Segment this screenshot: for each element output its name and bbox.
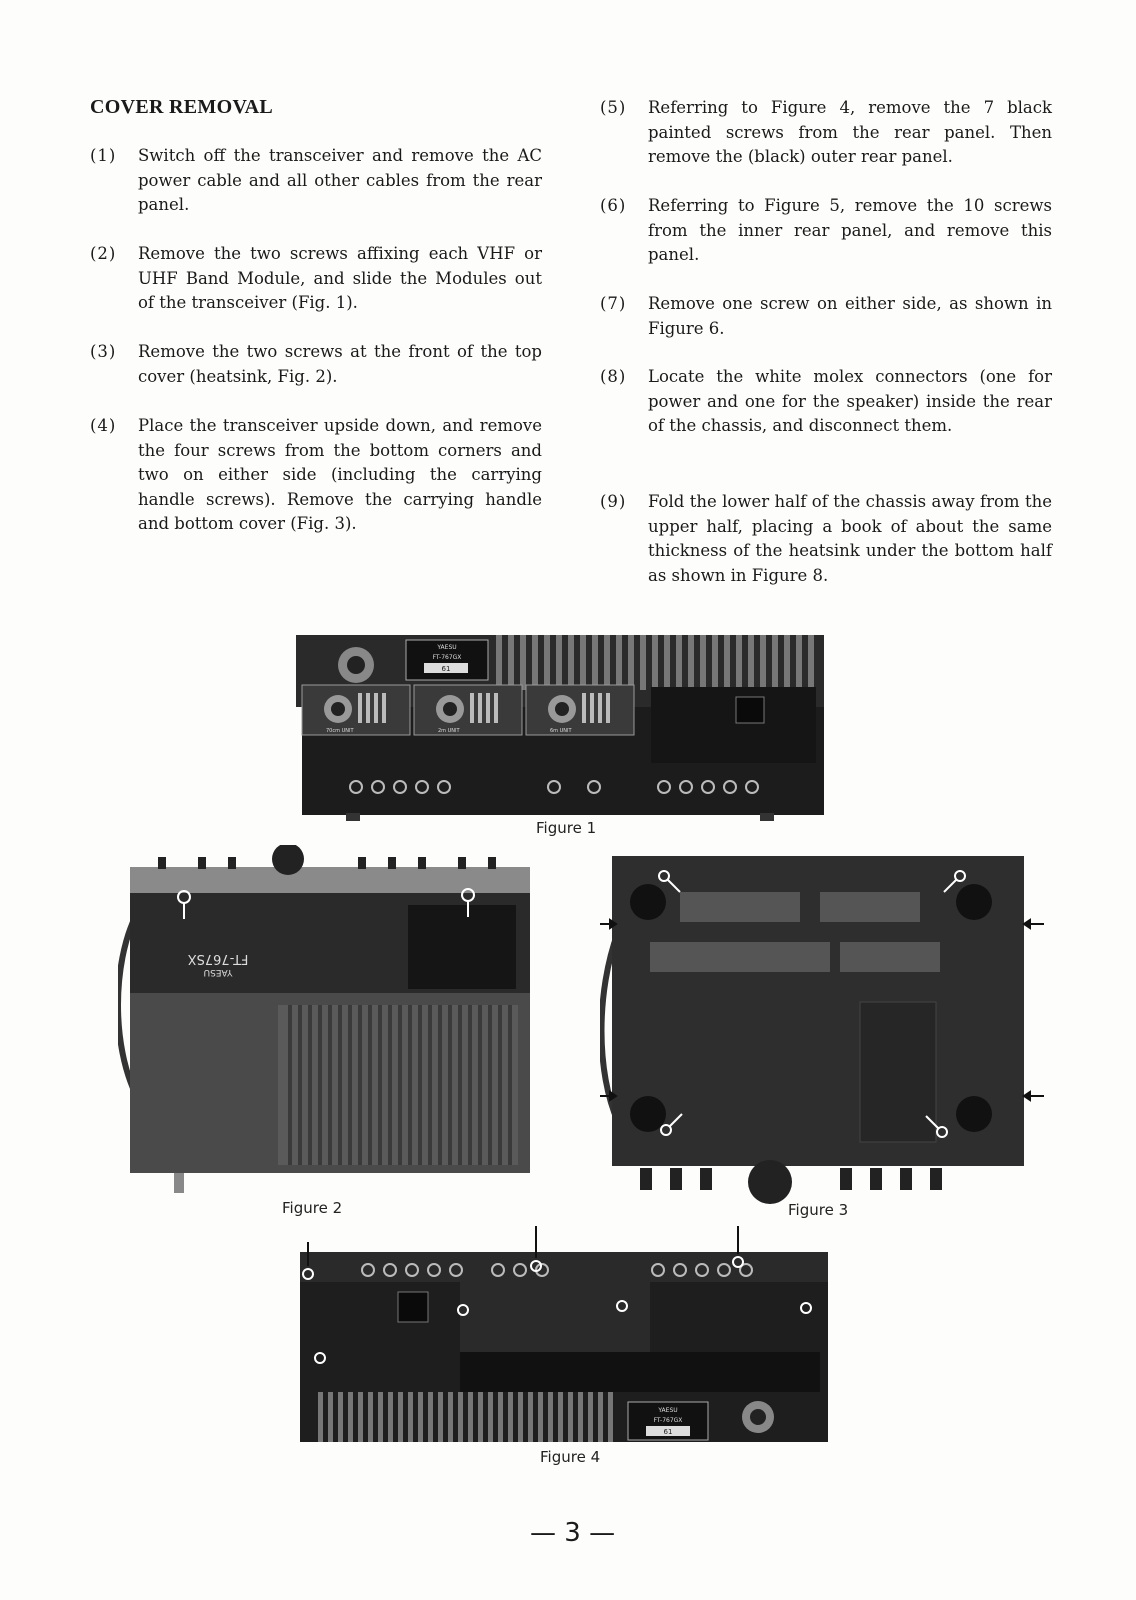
step-number: (4)	[90, 416, 117, 435]
step-number: (6)	[600, 196, 627, 215]
step-5: (5) Referring to Figure 4, remove the 7 …	[600, 96, 1052, 170]
step-number: (1)	[90, 146, 117, 165]
step-7: (7) Remove one screw on either side, as …	[600, 292, 1052, 341]
step-text: Referring to Figure 4, remove the 7 blac…	[648, 98, 1052, 167]
fig1-label-brand: YAESU	[436, 644, 456, 651]
step-text: Fold the lower half of the chassis away …	[648, 492, 1052, 585]
figure-1-rear-panel-photo: YAESU FT-767GX 61 70cm UNIT 2m UNIT 6m U…	[296, 635, 824, 821]
step-2: (2) Remove the two screws affixing each …	[90, 242, 542, 316]
fig2-label-model: FT-767SX	[188, 951, 249, 966]
step-number: (8)	[600, 367, 627, 386]
step-number: (3)	[90, 342, 117, 361]
figure-2-top-view-photo: YAESU FT-767SX	[118, 845, 530, 1193]
figure-4-caption: Figure 4	[540, 1448, 601, 1466]
step-number: (7)	[600, 294, 627, 313]
fig1-unit-label: 6m UNIT	[550, 728, 573, 734]
fig2-label-brand: YAESU	[204, 967, 234, 977]
fig1-label-model: FT-767GX	[433, 654, 462, 661]
step-text: Remove the two screws at the front of th…	[138, 342, 542, 386]
step-number: (9)	[600, 492, 627, 511]
fig1-unit-label: 2m UNIT	[438, 728, 461, 734]
step-text: Remove the two screws affixing each VHF …	[138, 244, 542, 313]
step-3: (3) Remove the two screws at the front o…	[90, 340, 542, 389]
step-9: (9) Fold the lower half of the chassis a…	[600, 490, 1052, 588]
step-number: (5)	[600, 98, 627, 117]
step-1: (1) Switch off the transceiver and remov…	[90, 144, 542, 218]
step-text: Remove one screw on either side, as show…	[648, 294, 1052, 338]
section-heading: COVER REMOVAL	[90, 96, 273, 118]
step-8: (8) Locate the white molex connectors (o…	[600, 365, 1052, 439]
page-number: — 3 —	[530, 1518, 616, 1548]
fig4-label-model: FT-767GX	[654, 1417, 683, 1424]
figure-4-rear-panel-photo: YAESU FT-767GX 61	[300, 1226, 828, 1442]
step-6: (6) Referring to Figure 5, remove the 10…	[600, 194, 1052, 268]
fig1-label-box: 61	[442, 665, 451, 673]
step-4: (4) Place the transceiver upside down, a…	[90, 414, 542, 537]
step-text: Switch off the transceiver and remove th…	[138, 146, 542, 215]
step-text: Locate the white molex connectors (one f…	[648, 367, 1052, 436]
fig4-label-box: 61	[664, 1428, 673, 1436]
step-text: Place the transceiver upside down, and r…	[138, 416, 542, 534]
step-text: Referring to Figure 5, remove the 10 scr…	[648, 196, 1052, 265]
fig1-unit-label: 70cm UNIT	[326, 728, 354, 734]
figure-3-bottom-view-photo	[600, 856, 1044, 1204]
figure-1-caption: Figure 1	[536, 819, 597, 837]
figure-2-caption: Figure 2	[282, 1199, 343, 1217]
fig4-label-brand: YAESU	[657, 1407, 677, 1414]
step-number: (2)	[90, 244, 117, 263]
figure-3-caption: Figure 3	[788, 1201, 849, 1219]
